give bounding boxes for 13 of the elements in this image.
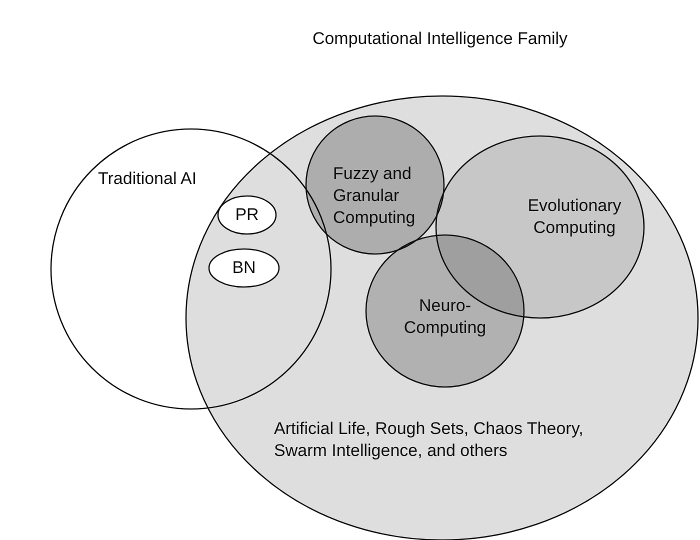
venn-circle (208, 248, 280, 288)
circle-label: Artificial Life, Rough Sets, Chaos Theory, Swarm Intelligence, and others (274, 418, 584, 462)
circle-label: Fuzzy and Granular Computing (333, 163, 416, 229)
circle-label: BN (231, 257, 257, 279)
circle-label: Traditional AI (98, 168, 198, 190)
venn-circle (50, 128, 332, 410)
circle-label: Evolutionary Computing (526, 195, 622, 239)
venn-circle (365, 233, 525, 388)
venn-circle (217, 195, 277, 235)
circle-label: Neuro-Computing (402, 295, 488, 339)
venn-circle (305, 115, 445, 255)
heading: Computational Intelligence Family (311, 28, 569, 50)
circle-label: PR (234, 204, 260, 226)
